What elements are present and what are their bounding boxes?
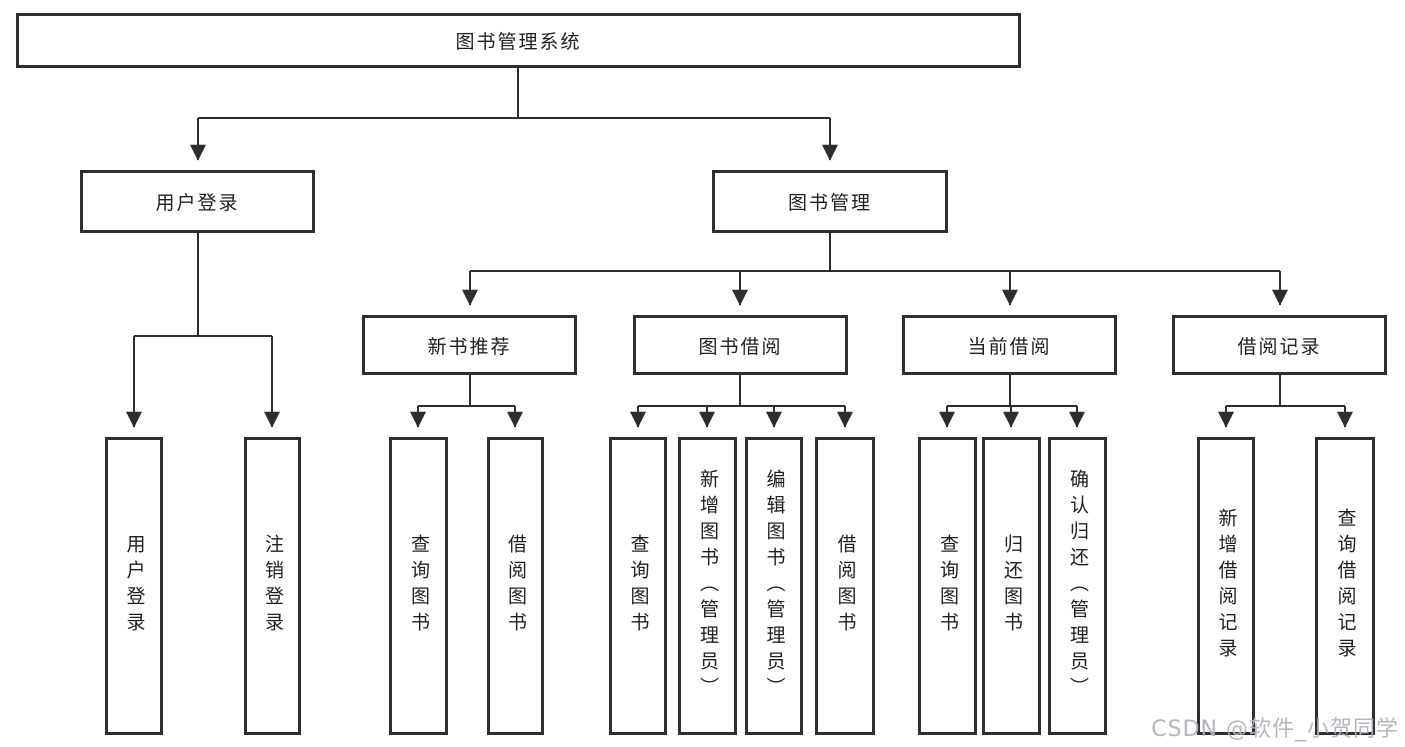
connector-current-borrow <box>939 375 1085 428</box>
leaf-edit-books-admin: 编辑图书（管理员） <box>745 437 803 735</box>
node-borrow-record: 借阅记录 <box>1172 315 1387 375</box>
node-book-management: 图书管理 <box>712 170 948 233</box>
node-current-borrow: 当前借阅 <box>902 315 1117 375</box>
leaf-query-borrow-record: 查询借阅记录 <box>1315 437 1375 735</box>
connector-new-book-recommend <box>410 375 523 428</box>
connector-root <box>190 68 838 161</box>
connector-borrow-record <box>1218 375 1353 428</box>
node-user-login: 用户登录 <box>80 170 315 233</box>
leaf-query-books-recommend: 查询图书 <box>389 437 448 735</box>
leaf-user-login: 用户登录 <box>105 437 163 735</box>
leaf-query-books-borrow: 查询图书 <box>609 437 667 735</box>
leaf-confirm-return-admin: 确认归还（管理员） <box>1048 437 1107 735</box>
leaf-query-books-current: 查询图书 <box>918 437 977 735</box>
node-library-management-system: 图书管理系统 <box>16 13 1021 68</box>
leaf-logout: 注销登录 <box>244 437 301 735</box>
leaf-borrow-books: 借阅图书 <box>815 437 875 735</box>
leaf-add-books-admin: 新增图书（管理员） <box>678 437 737 735</box>
leaf-borrow-books-recommend: 借阅图书 <box>487 437 544 735</box>
connector-book-borrow <box>630 375 853 428</box>
leaf-return-books: 归还图书 <box>982 437 1041 735</box>
leaf-add-borrow-record: 新增借阅记录 <box>1197 437 1255 735</box>
connector-book-management <box>462 233 1288 306</box>
node-book-borrow: 图书借阅 <box>633 315 848 375</box>
node-new-book-recommend: 新书推荐 <box>362 315 577 375</box>
csdn-watermark: CSDN @软件_小贺同学 <box>1151 717 1399 742</box>
connector-user-login <box>126 233 280 428</box>
